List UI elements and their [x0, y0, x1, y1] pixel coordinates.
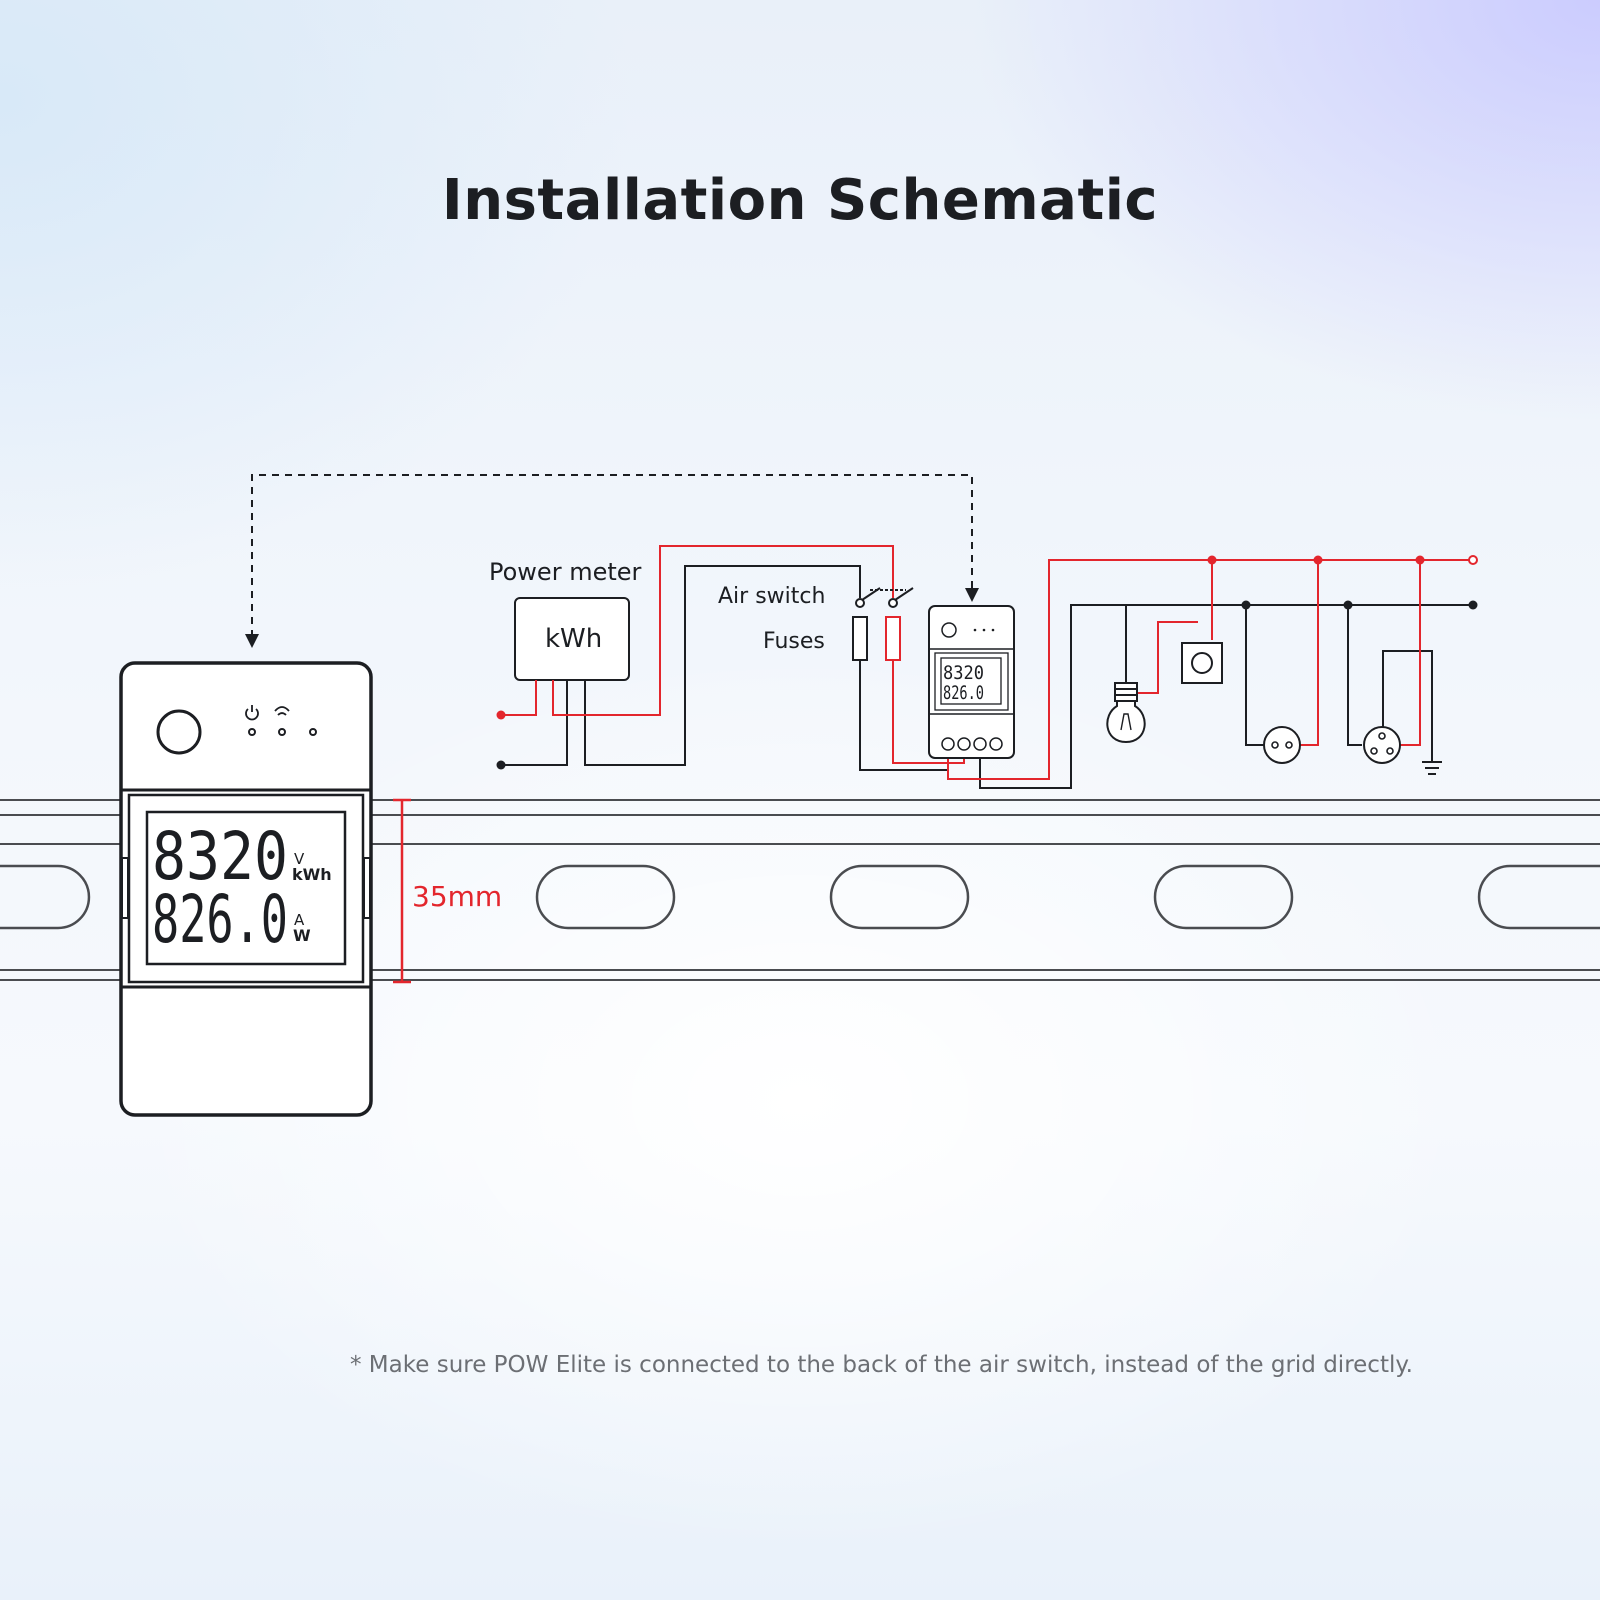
pow-device-small: 8320 826.0 [928, 605, 1015, 759]
air-switch-label: Air switch [718, 584, 825, 609]
live-wiring [501, 545, 1473, 780]
dashed-connector [245, 474, 979, 648]
installation-note: * Make sure POW Elite is connected to th… [350, 1352, 1413, 1378]
device-button [156, 709, 202, 755]
small-display-line1: 8320 [943, 662, 984, 684]
display-line1-value: 8320 [152, 818, 288, 895]
rail-dimension [393, 798, 411, 984]
power-meter-unit: kWh [545, 624, 602, 654]
display-line2-value: 826.0 [152, 881, 288, 958]
wifi-icon [274, 706, 290, 716]
power-meter-box [514, 597, 630, 681]
small-display-line2: 826.0 [943, 682, 984, 704]
fuses-label: Fuses [763, 629, 825, 654]
wire-terminals [496, 555, 1478, 770]
power-meter-label: Power meter [489, 558, 642, 586]
light-bulb-icon [1106, 682, 1146, 744]
air-switch-icon [855, 587, 914, 608]
page-title: Installation Schematic [441, 168, 1159, 233]
display-line1-unit-top: V [294, 850, 305, 868]
display-line2-unit-top: A [294, 911, 305, 929]
three-pin-socket-icon [1363, 726, 1401, 764]
two-pin-socket-icon [1263, 726, 1301, 764]
display-line1-unit-bottom: kWh [292, 865, 332, 884]
rail-width-label: 35mm [412, 880, 502, 913]
fuse-live [885, 616, 901, 661]
wall-switch-icon [1181, 642, 1223, 684]
pow-device: 8320 V kWh 826.0 A W [119, 661, 373, 1117]
display-line2-unit-bottom: W [293, 926, 311, 945]
power-icon [245, 705, 259, 721]
fuse-neutral [852, 616, 868, 661]
